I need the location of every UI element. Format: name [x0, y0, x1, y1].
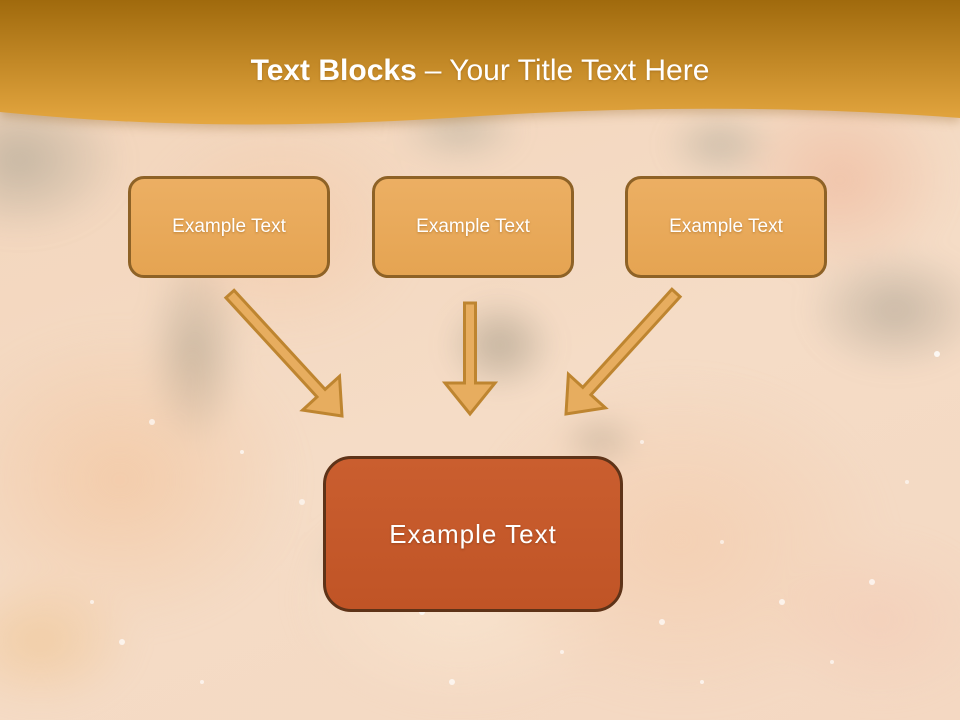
- result-box-label: Example Text: [389, 518, 557, 549]
- result-box: Example Text: [323, 456, 623, 612]
- source-box-3: Example Text: [625, 176, 827, 278]
- source-box-2: Example Text: [372, 176, 574, 278]
- header-wave-shape: [0, 0, 960, 125]
- source-box-1-label: Example Text: [172, 216, 286, 237]
- header-wave-band: [0, 0, 960, 125]
- source-box-2-label: Example Text: [416, 216, 530, 237]
- source-box-1: Example Text: [128, 176, 330, 278]
- slide-title-bold: Text Blocks: [250, 54, 417, 87]
- slide-title-rest: – Your Title Text Here: [424, 54, 710, 87]
- source-box-3-label: Example Text: [669, 216, 783, 237]
- slide-title: Text Blocks– Your Title Text Here: [0, 54, 960, 88]
